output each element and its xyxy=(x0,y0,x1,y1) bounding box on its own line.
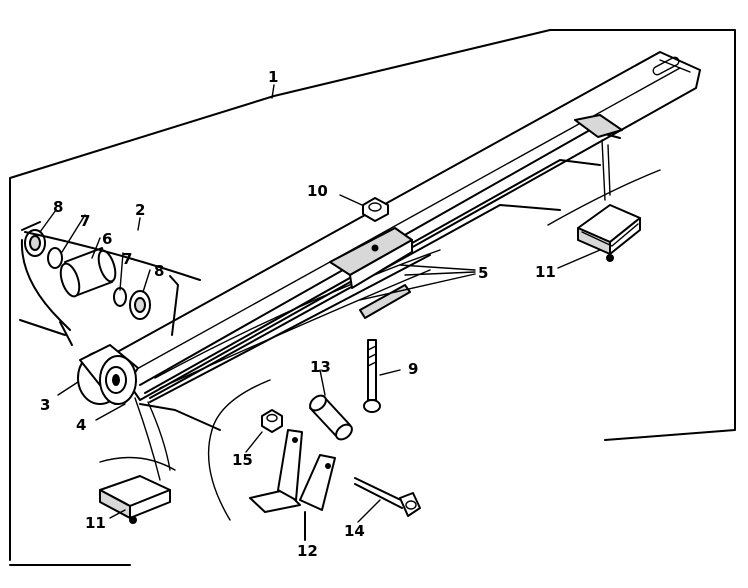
label-8a: 8 xyxy=(53,198,63,216)
label-3: 3 xyxy=(40,396,50,414)
leader-4-bracket xyxy=(139,379,271,521)
label-13: 13 xyxy=(310,358,331,376)
label-10: 10 xyxy=(307,182,328,200)
leader-lines xyxy=(39,84,601,523)
label-2: 2 xyxy=(135,201,145,219)
label-8b: 8 xyxy=(154,262,164,280)
bolt-14 xyxy=(354,477,421,517)
label-7b: 7 xyxy=(122,250,132,268)
label-14: 14 xyxy=(344,522,365,540)
shackle-12 xyxy=(249,429,336,541)
label-9: 9 xyxy=(408,360,418,378)
label-12: 12 xyxy=(297,542,318,560)
rubber-pad-left xyxy=(99,397,176,524)
bushing-13 xyxy=(309,394,353,441)
label-15: 15 xyxy=(232,451,253,469)
label-6: 6 xyxy=(102,230,112,248)
label-4: 4 xyxy=(76,416,86,434)
label-11a: 11 xyxy=(535,263,556,281)
label-11b: 11 xyxy=(85,514,106,532)
rubber-pad-right xyxy=(547,139,661,262)
bolt-9 xyxy=(363,339,381,413)
leaf-spring xyxy=(109,51,701,403)
nut-10 xyxy=(362,197,389,222)
spring-eye xyxy=(77,344,139,405)
nut-15 xyxy=(261,409,283,433)
label-5: 5 xyxy=(478,264,488,282)
bushing-kit xyxy=(19,221,201,346)
assembly-bracket-1 xyxy=(9,29,736,566)
label-7a: 7 xyxy=(80,212,90,230)
callout-labels: 1 2 3 4 5 6 7 7 8 8 9 10 11 11 12 13 14 … xyxy=(40,68,556,560)
label-1: 1 xyxy=(268,68,278,86)
